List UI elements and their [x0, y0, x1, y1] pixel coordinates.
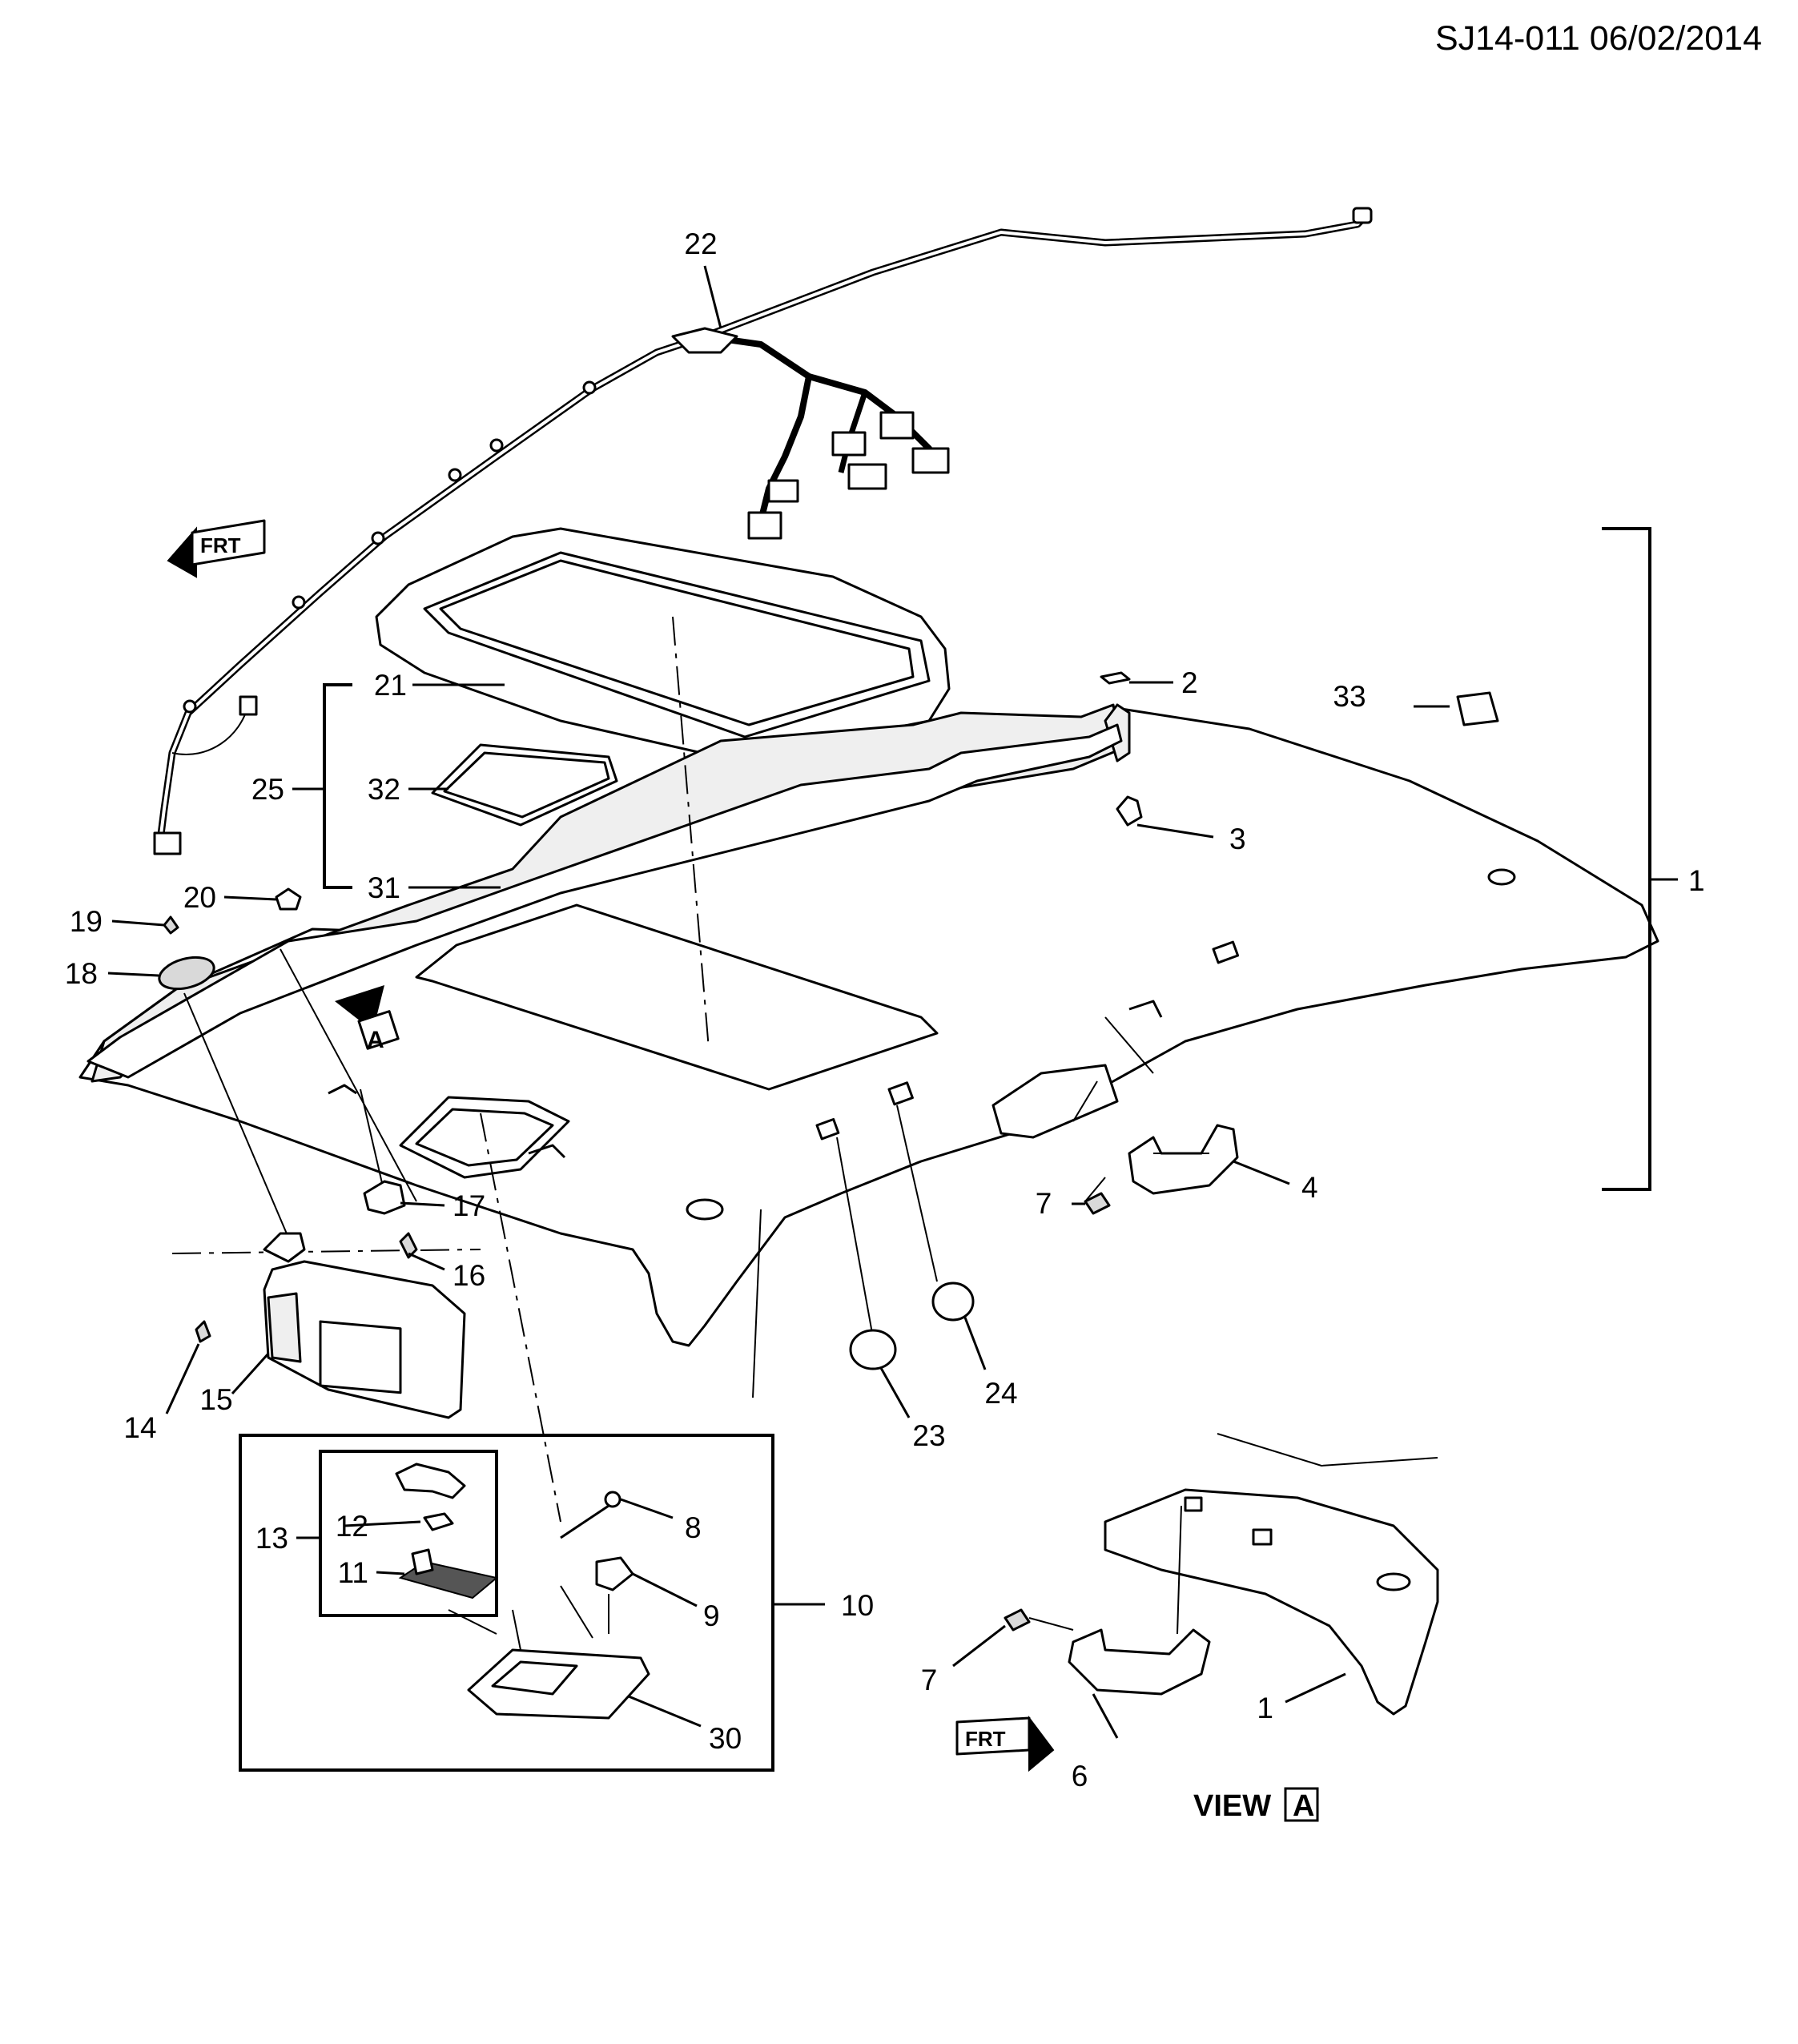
roof-wiring-harness — [153, 207, 1373, 855]
callout-leaders — [107, 265, 1450, 1739]
callout-13: 13 — [255, 1522, 288, 1555]
cap-23 — [849, 1329, 897, 1370]
front-arrow-top: FRT — [167, 519, 266, 578]
callout-14: 14 — [123, 1411, 156, 1444]
lens-housing — [411, 1548, 434, 1575]
callout-7-view-a: 7 — [921, 1664, 938, 1696]
lamp-kit-box — [319, 1450, 498, 1617]
callout-4: 4 — [1301, 1171, 1318, 1204]
callout-24: 24 — [984, 1377, 1017, 1410]
callout-2: 2 — [1181, 666, 1198, 699]
sun-visor — [263, 1260, 466, 1419]
view-a-detail — [1004, 1433, 1439, 1716]
callout-21: 21 — [374, 669, 407, 702]
callout-12: 12 — [336, 1510, 368, 1543]
clip-16 — [399, 1232, 418, 1259]
callout-10: 10 — [841, 1589, 874, 1622]
label-33 — [1456, 691, 1499, 726]
headliner-panel — [78, 703, 1659, 1347]
callout-20: 20 — [183, 881, 216, 914]
front-label-view-a: FRT — [965, 1727, 1006, 1751]
callout-16: 16 — [453, 1259, 485, 1292]
bulb-12 — [423, 1512, 454, 1531]
dome-light-kit-box — [239, 1434, 774, 1772]
callout-1-view-a: 1 — [1257, 1692, 1273, 1724]
callout-22: 22 — [684, 227, 717, 260]
callout-25: 25 — [251, 773, 284, 806]
grab-handle-4 — [1128, 1124, 1239, 1195]
front-label: FRT — [200, 533, 241, 557]
callout-1: 1 — [1688, 864, 1705, 897]
callout-17: 17 — [453, 1189, 485, 1222]
clip-20 — [275, 887, 302, 911]
callout-9: 9 — [703, 1599, 720, 1632]
callout-33: 33 — [1333, 680, 1366, 713]
callout-15: 15 — [199, 1383, 232, 1416]
cap-18 — [158, 956, 215, 991]
bolt-7-upper — [1084, 1192, 1111, 1215]
callout-7: 7 — [1036, 1187, 1052, 1220]
callout-31: 31 — [368, 871, 400, 904]
view-a-title-letter: A — [1293, 1789, 1314, 1823]
callout-30: 30 — [709, 1722, 742, 1755]
lamp-bracket — [395, 1463, 466, 1499]
sunroof-glass-panel — [431, 743, 618, 827]
callout-18: 18 — [65, 957, 98, 990]
clip-19 — [163, 915, 179, 935]
view-a-marker: A — [335, 985, 400, 1053]
callout-23: 23 — [912, 1419, 945, 1452]
callout-3: 3 — [1229, 823, 1246, 855]
clip-17 — [363, 1180, 406, 1215]
callout-19: 19 — [70, 905, 103, 938]
assembly-leaders — [183, 948, 1154, 1398]
roof-rail-trim — [86, 723, 1123, 1079]
view-a-marker-letter: A — [367, 1027, 384, 1053]
bracket-25 — [323, 683, 352, 889]
clip-part-2 — [1100, 671, 1131, 685]
cap-24 — [931, 1282, 975, 1322]
dashed-leaders — [171, 616, 710, 1523]
view-a-title: VIEW — [1193, 1789, 1271, 1823]
bracket-1 — [1602, 527, 1651, 1191]
wire-8 — [560, 1504, 609, 1539]
callout-6: 6 — [1072, 1760, 1088, 1793]
view-a-title-box — [1284, 1787, 1319, 1822]
sunroof-frame — [375, 527, 951, 762]
callout-32: 32 — [368, 773, 400, 806]
callout-11: 11 — [338, 1556, 368, 1589]
document-id: SJ14-011 06/02/2014 — [1435, 19, 1762, 58]
visor-pivot — [263, 1232, 306, 1263]
switch-9 — [595, 1556, 634, 1591]
callout-8: 8 — [685, 1511, 702, 1544]
screw-14 — [195, 1320, 211, 1343]
front-arrow-bottom: FRT — [955, 1716, 1055, 1772]
